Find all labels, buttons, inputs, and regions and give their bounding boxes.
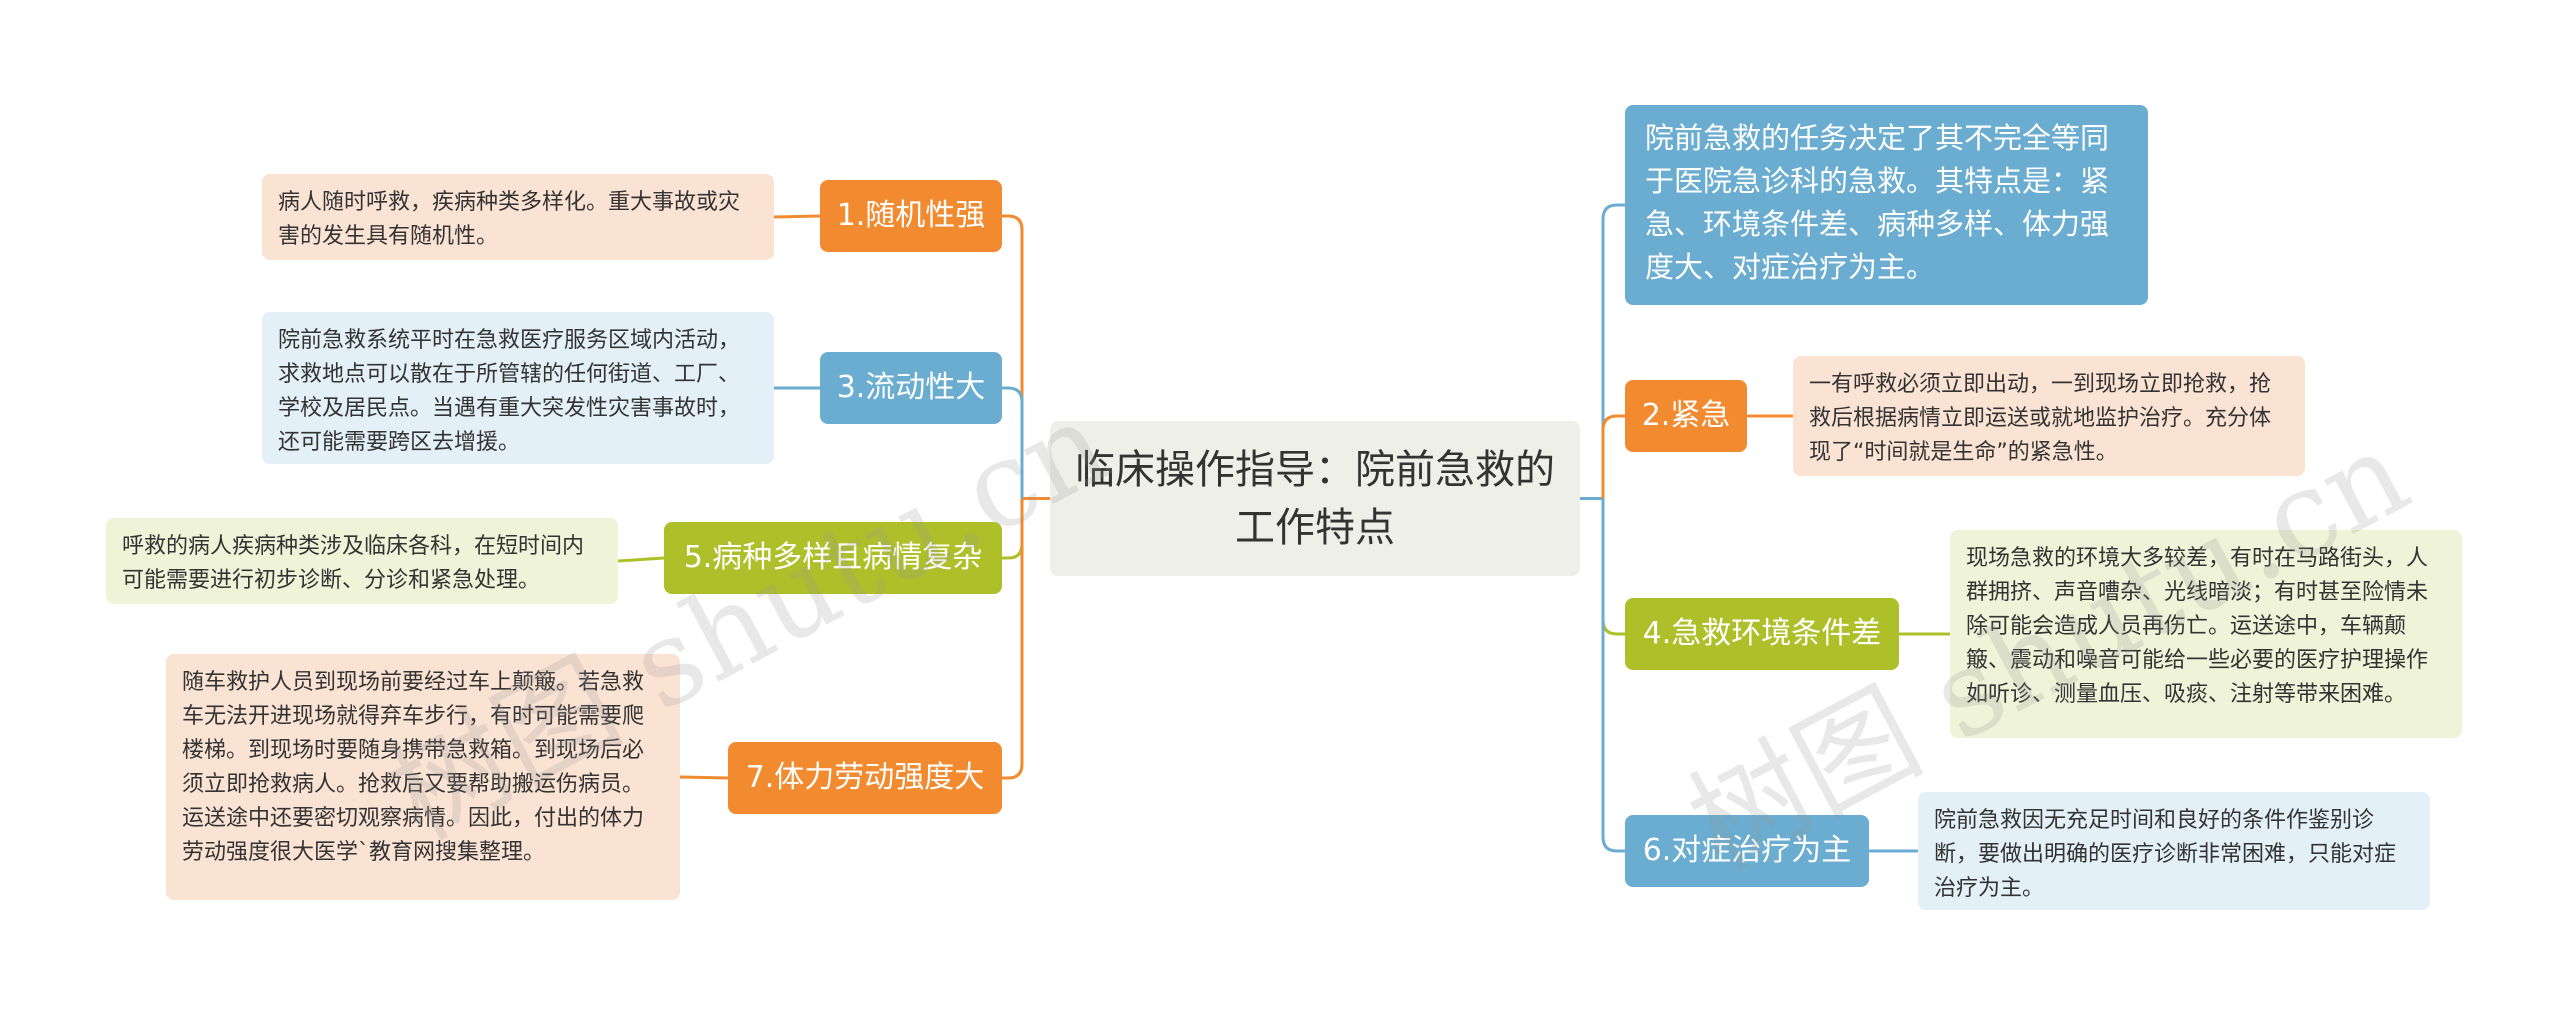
branch-randomness[interactable]: 1.随机性强 — [820, 180, 1002, 252]
note-diverse-diseases: 呼救的病人疾病种类涉及临床各科，在短时间内可能需要进行初步诊断、分诊和紧急处理。 — [106, 518, 618, 604]
connector-left-note — [773, 214, 821, 219]
connector-left-note — [679, 775, 729, 780]
connector-left-branch — [1002, 214, 1024, 499]
connector-left-branch — [1002, 498, 1024, 560]
connector-left-branch — [1002, 386, 1024, 499]
note-randomness: 病人随时呼救，疾病种类多样化。重大事故或灾害的发生具有随机性。 — [262, 174, 774, 260]
branch-physical-intensity[interactable]: 7.体力劳动强度大 — [728, 742, 1002, 814]
branch-poor-environment[interactable]: 4.急救环境条件差 — [1625, 598, 1899, 670]
connector-right-branch — [1601, 498, 1625, 636]
note-physical-intensity: 随车救护人员到现场前要经过车上颠簸。若急救车无法开进现场就得弃车步行，有时可能需… — [166, 654, 680, 900]
connector-left-note — [617, 556, 665, 563]
note-mobility: 院前急救系统平时在急救医疗服务区域内活动，求救地点可以散在于所管辖的任何街道、工… — [262, 312, 774, 464]
intro-summary[interactable]: 院前急救的任务决定了其不完全等同于医院急诊科的急救。其特点是：紧急、环境条件差、… — [1625, 105, 2148, 305]
connector-left-branch — [1002, 498, 1024, 780]
note-poor-environment: 现场急救的环境大多较差，有时在马路街头，人群拥挤、声音嘈杂、光线暗淡；有时甚至险… — [1950, 530, 2462, 738]
root-title: 临床操作指导：院前急救的工作特点 — [1075, 446, 1555, 551]
root-topic[interactable]: 临床操作指导：院前急救的工作特点 — [1050, 421, 1580, 576]
note-symptomatic-treatment: 院前急救因无充足时间和良好的条件作鉴别诊断，要做出明确的医疗诊断非常困难，只能对… — [1918, 792, 2430, 910]
note-urgency: 一有呼救必须立即出动，一到现场立即抢救，抢救后根据病情立即运送或就地监护治疗。充… — [1793, 356, 2305, 476]
branch-mobility[interactable]: 3.流动性大 — [820, 352, 1002, 424]
branch-urgency[interactable]: 2.紧急 — [1625, 380, 1747, 452]
connector-right-branch — [1601, 498, 1625, 853]
branch-diverse-diseases[interactable]: 5.病种多样且病情复杂 — [664, 522, 1002, 594]
connector-right-branch — [1601, 414, 1625, 499]
branch-symptomatic-treatment[interactable]: 6.对症治疗为主 — [1625, 815, 1869, 887]
connector-right-intro — [1601, 203, 1625, 499]
